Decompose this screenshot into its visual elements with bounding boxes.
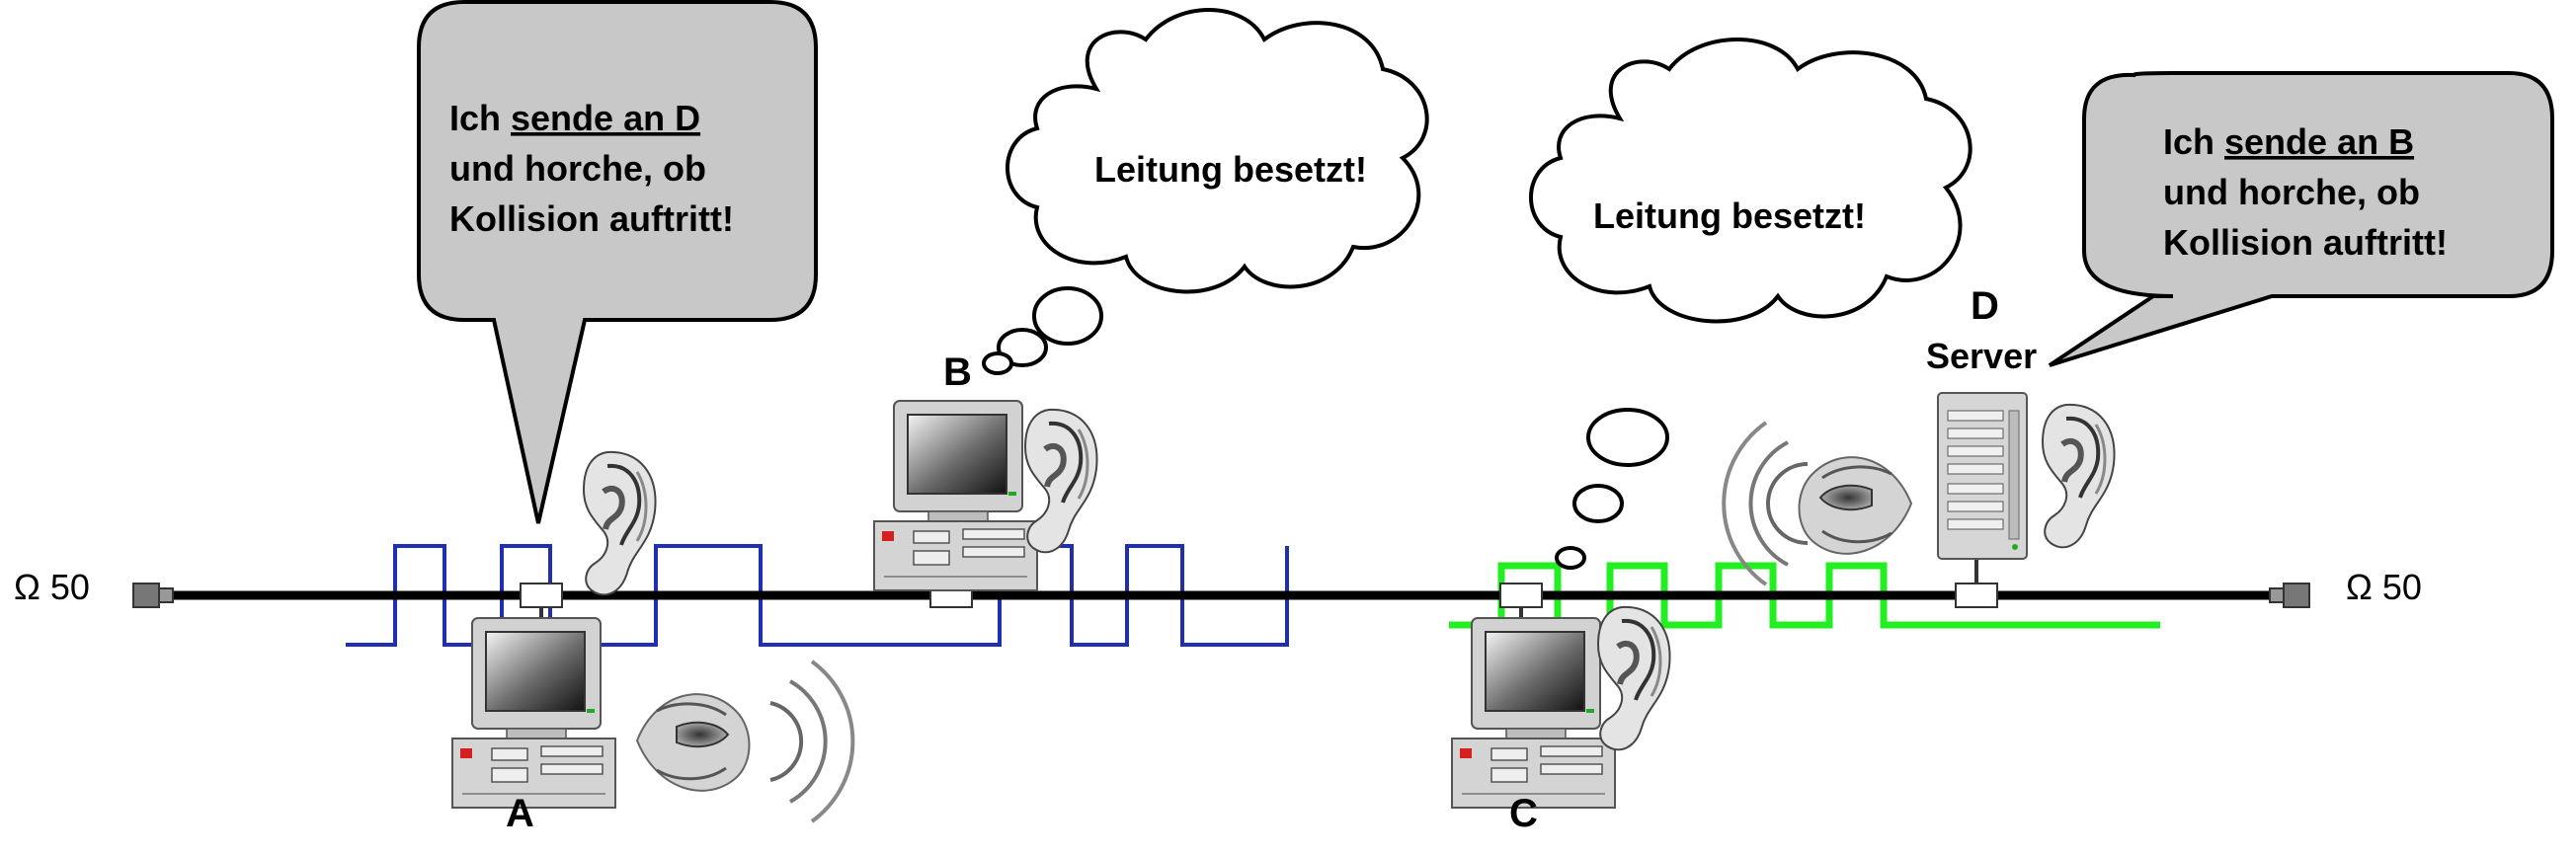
speech-bubble-a-text: Ich sende an D und horche, ob Kollision … [449, 98, 734, 239]
thought-cloud-c-text: Leitung besetzt! [1593, 195, 1866, 236]
terminator-label-right: Ω 50 [2346, 567, 2422, 607]
computer-a-icon [451, 617, 616, 809]
ear-d-icon [2043, 405, 2115, 547]
signal-a-waveform [346, 544, 1289, 647]
computer-c-icon [1451, 617, 1616, 809]
computer-b-icon [873, 400, 1038, 591]
node-label-b: B [943, 350, 972, 394]
thought-cloud-b [982, 8, 1429, 375]
speech-bubble-a [417, 0, 818, 524]
transceiver-a-icon [520, 583, 563, 608]
ear-c-icon [1598, 607, 1670, 749]
node-label-a: A [506, 792, 534, 835]
thought-cloud-c [1529, 38, 1972, 570]
mouth-a-icon [635, 660, 855, 823]
transceiver-c-icon [1499, 583, 1543, 608]
server-d-icon [1937, 392, 2028, 560]
speech-bubble-d [2048, 71, 2554, 367]
terminator-left-icon [132, 583, 174, 608]
thought-cloud-b-text: Leitung besetzt! [1094, 149, 1367, 190]
terminator-right-icon [2269, 583, 2310, 608]
speech-bubble-d-text: Ich sende an B und horche, ob Kollision … [2163, 121, 2448, 263]
terminator-label-left: Ω 50 [14, 567, 90, 607]
transceiver-d-icon [1955, 583, 1998, 608]
node-label-c: C [1509, 792, 1538, 835]
ear-b-icon [1025, 410, 1097, 552]
mouth-d-icon [1722, 421, 1913, 586]
ear-a-icon [584, 452, 656, 594]
node-label-d: D [1971, 284, 1999, 328]
node-sublabel-d: Server [1926, 336, 2037, 376]
signal-d-waveform [1449, 562, 2160, 629]
